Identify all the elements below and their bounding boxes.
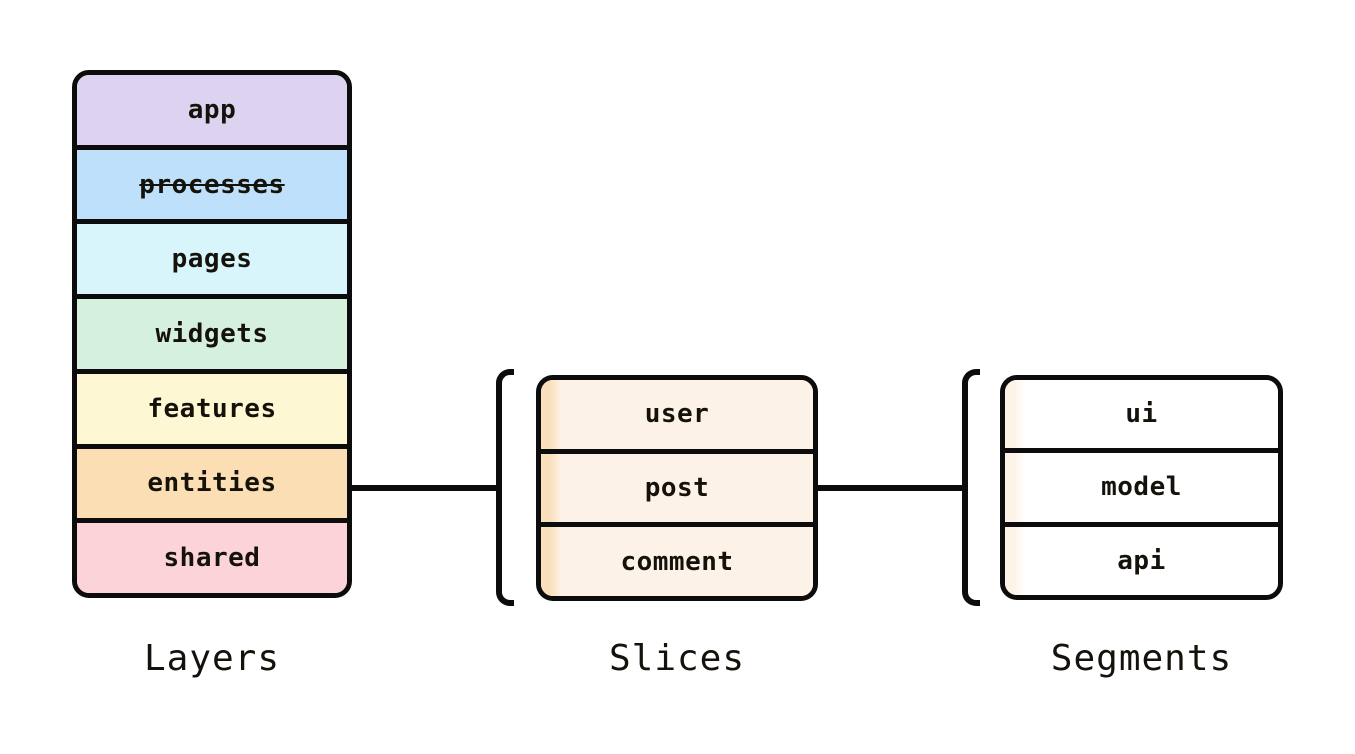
- layer-features: features: [77, 373, 347, 449]
- slice-user: user: [541, 380, 813, 454]
- layer-pages-label: pages: [171, 244, 253, 275]
- layer-app: app: [77, 75, 347, 150]
- layer-widgets: widgets: [77, 299, 347, 374]
- layer-shared: shared: [77, 523, 347, 593]
- segment-ui: ui: [1005, 380, 1278, 454]
- layer-features-label: features: [147, 393, 277, 424]
- layer-processes-label: processes: [139, 169, 285, 200]
- segments-stack: ui model api: [1000, 375, 1283, 600]
- group-title-segments: Segments: [1050, 638, 1233, 679]
- layer-widgets-label: widgets: [155, 319, 269, 350]
- slice-post-label: post: [644, 473, 710, 503]
- layer-processes: processes: [77, 149, 347, 225]
- slices-stack: user post comment: [536, 375, 818, 601]
- opening-bracket-segments: [962, 369, 980, 606]
- segment-ui-accent-strip: [1005, 380, 1025, 449]
- connector-line-layers-slices: [350, 485, 500, 491]
- segment-ui-label: ui: [1125, 399, 1158, 430]
- layer-app-label: app: [187, 94, 237, 125]
- group-title-slices: Slices: [608, 638, 746, 679]
- segment-api: api: [1005, 526, 1278, 595]
- slice-comment: comment: [541, 527, 813, 596]
- segment-model-accent-strip: [1005, 453, 1025, 522]
- segment-api-label: api: [1117, 545, 1166, 576]
- layer-entities: entities: [77, 448, 347, 524]
- slice-user-label: user: [644, 399, 710, 430]
- layer-entities-label: entities: [147, 468, 277, 499]
- segment-api-accent-strip: [1005, 526, 1025, 595]
- slice-post: post: [541, 453, 813, 528]
- slice-comment-label: comment: [620, 546, 734, 577]
- layer-pages: pages: [77, 224, 347, 300]
- slice-post-accent-strip: [541, 453, 561, 523]
- segment-model: model: [1005, 453, 1278, 527]
- slice-user-accent-strip: [541, 380, 561, 449]
- group-title-layers: Layers: [143, 638, 281, 679]
- opening-bracket-slices: [496, 369, 514, 606]
- connector-line-slices-segments: [816, 485, 966, 491]
- slice-comment-accent-strip: [541, 527, 561, 596]
- segment-model-label: model: [1101, 472, 1182, 503]
- layer-shared-label: shared: [163, 543, 261, 574]
- layers-stack: app processes pages widgets features ent…: [72, 70, 352, 598]
